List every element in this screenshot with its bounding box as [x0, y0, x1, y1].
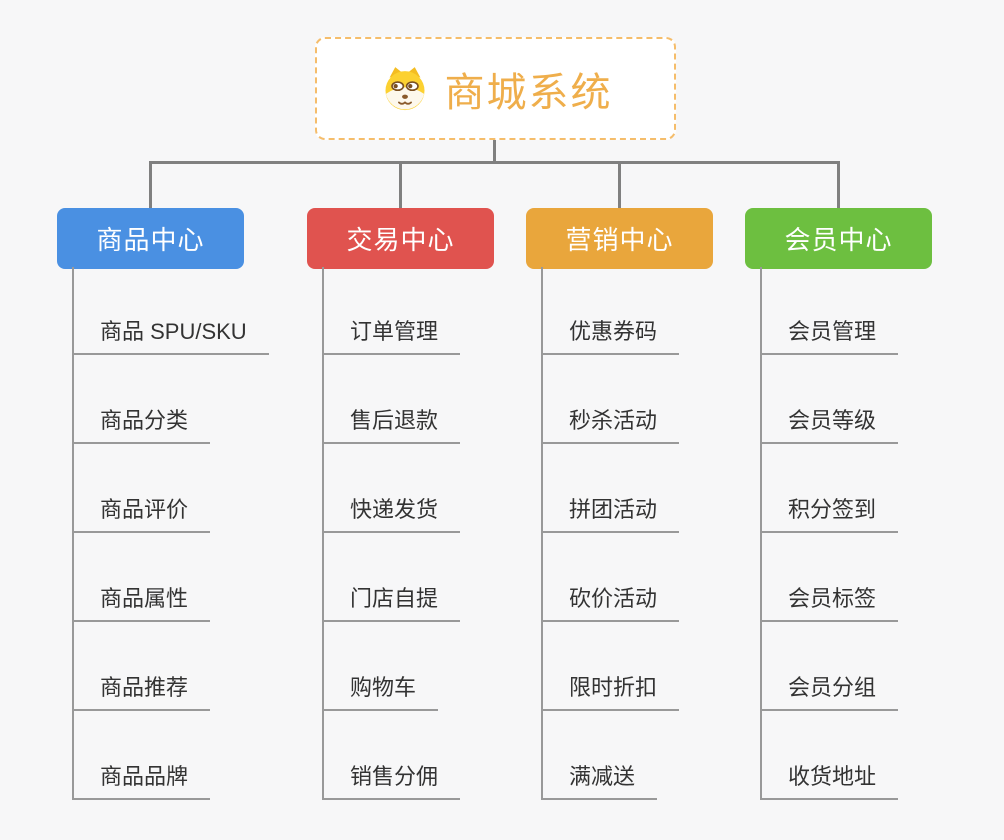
connector-drop-4: [837, 161, 840, 209]
connector-horizontal-bar: [149, 161, 840, 164]
connector-drop-3: [618, 161, 621, 209]
connector-root-stem: [493, 140, 496, 164]
leaf-topic[interactable]: 商品品牌: [72, 754, 211, 800]
leaf-topic[interactable]: 售后退款: [322, 398, 461, 444]
leaf-topic[interactable]: 商品 SPU/SKU: [72, 309, 269, 355]
leaf-topic[interactable]: 砍价活动: [541, 576, 680, 622]
leaf-topic[interactable]: 销售分佣: [322, 754, 461, 800]
branch-trunk-product: [72, 267, 74, 800]
branch-trunk-marketing: [541, 267, 543, 800]
leaf-topic[interactable]: 商品推荐: [72, 665, 211, 711]
branch-header-marketing[interactable]: 营销中心: [526, 208, 713, 269]
branch-trunk-trade: [322, 267, 324, 800]
leaf-topic[interactable]: 积分签到: [760, 487, 899, 533]
leaf-topic[interactable]: 商品评价: [72, 487, 211, 533]
leaf-topic[interactable]: 门店自提: [322, 576, 461, 622]
branch-header-product[interactable]: 商品中心: [57, 208, 244, 269]
leaf-topic[interactable]: 会员等级: [760, 398, 899, 444]
leaf-topic[interactable]: 快递发货: [322, 487, 461, 533]
leaf-topic[interactable]: 会员标签: [760, 576, 899, 622]
leaf-topic[interactable]: 拼团活动: [541, 487, 680, 533]
leaf-topic[interactable]: 限时折扣: [541, 665, 680, 711]
leaf-topic[interactable]: 会员管理: [760, 309, 899, 355]
root-topic[interactable]: 商城系统: [315, 37, 676, 140]
leaf-topic[interactable]: 商品属性: [72, 576, 211, 622]
leaf-topic[interactable]: 满减送: [541, 754, 658, 800]
leaf-topic[interactable]: 会员分组: [760, 665, 899, 711]
branch-header-member[interactable]: 会员中心: [745, 208, 932, 269]
shiba-dog-icon: [379, 63, 431, 115]
leaf-topic[interactable]: 商品分类: [72, 398, 211, 444]
branch-header-trade[interactable]: 交易中心: [307, 208, 494, 269]
leaf-topic[interactable]: 收货地址: [760, 754, 899, 800]
leaf-topic[interactable]: 秒杀活动: [541, 398, 680, 444]
leaf-topic[interactable]: 购物车: [322, 665, 439, 711]
branch-trunk-member: [760, 267, 762, 800]
root-title: 商城系统: [444, 70, 613, 115]
connector-drop-2: [399, 161, 402, 209]
leaf-topic[interactable]: 优惠券码: [541, 309, 680, 355]
connector-drop-1: [149, 161, 152, 209]
leaf-topic[interactable]: 订单管理: [322, 309, 461, 355]
